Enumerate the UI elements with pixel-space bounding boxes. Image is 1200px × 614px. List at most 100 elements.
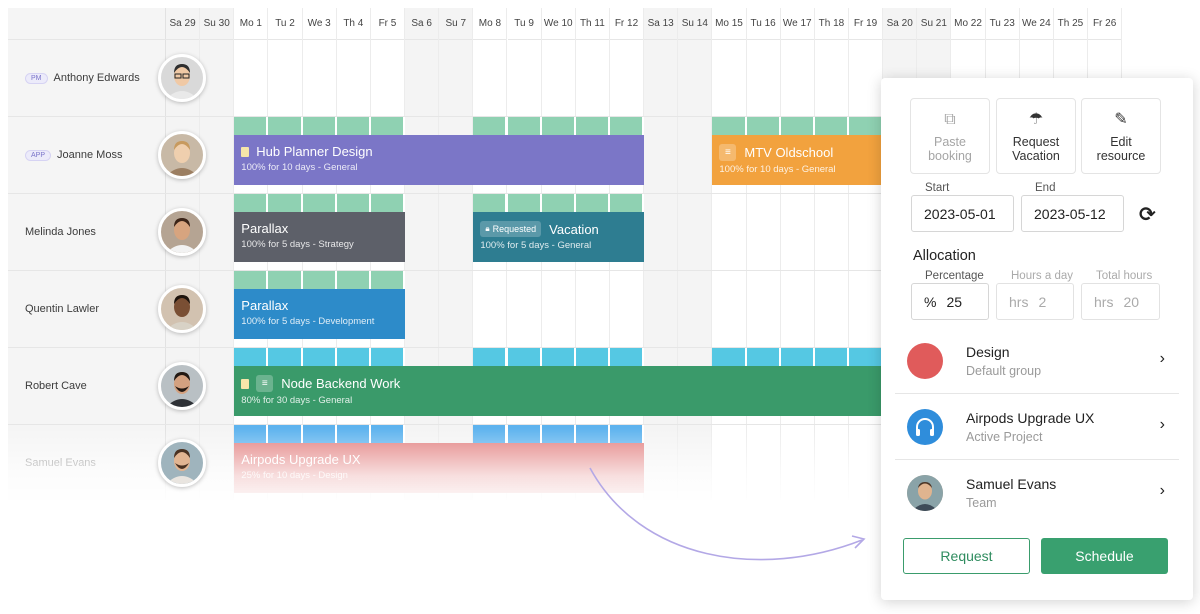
start-date-value: 2023-05-01: [924, 205, 996, 222]
day-label: Tu 9: [507, 8, 541, 40]
daily-allocation-segment: [302, 348, 337, 366]
resource-row[interactable]: Samuel Evans Team ›: [895, 460, 1179, 526]
booking-title-row: Parallax: [241, 221, 398, 236]
booking-panel: ⧉ Paste booking ☂ Request Vacation ✎ Edi…: [881, 78, 1193, 600]
refresh-icon[interactable]: ⟳: [1139, 204, 1156, 226]
resource-row[interactable]: Quentin Lawler: [8, 271, 166, 348]
daily-allocation-segment: [473, 117, 508, 135]
day-column[interactable]: Mo 15: [712, 8, 747, 500]
resource-avatar: [907, 475, 943, 511]
daily-allocation-segment: [302, 425, 337, 443]
edit-resource-button[interactable]: ✎ Edit resource: [1081, 98, 1161, 174]
daily-allocation-segment: [575, 194, 610, 212]
category-row[interactable]: Design Default group ›: [895, 328, 1179, 394]
day-column[interactable]: Sa 13: [644, 8, 679, 500]
resource-row[interactable]: Melinda Jones: [8, 194, 166, 271]
day-label: Su 30: [200, 8, 234, 40]
daily-allocation-segment: [507, 425, 542, 443]
day-column[interactable]: Th 18: [814, 8, 849, 500]
total-hours-label: Total hours: [1096, 270, 1153, 282]
daily-allocation-segment: [234, 348, 269, 366]
daily-allocation-segment: [336, 271, 371, 289]
resource-title: Samuel Evans: [966, 476, 1057, 492]
booking-block[interactable]: Parallax 100% for 5 days - Strategy: [234, 212, 406, 262]
daily-allocation-segment: [712, 117, 747, 135]
day-label: Th 25: [1053, 8, 1088, 40]
daily-allocation-segment: [814, 117, 849, 135]
booking-subtitle: 100% for 10 days - General: [241, 162, 358, 173]
resource-subtitle: Team: [966, 496, 997, 510]
row-divider: [166, 116, 1122, 117]
day-label: We 3: [302, 8, 336, 40]
day-label: Th 4: [336, 8, 370, 40]
resource-row[interactable]: Samuel Evans: [8, 425, 166, 500]
paste-booking-label-1: Paste: [934, 135, 966, 149]
avatar[interactable]: [158, 285, 206, 333]
daily-allocation-segment: [370, 117, 406, 135]
percentage-input[interactable]: % 25: [911, 283, 989, 320]
percentage-value: 25: [946, 293, 963, 310]
project-row[interactable]: Airpods Upgrade UX Active Project ›: [895, 394, 1179, 460]
hours-a-day-input[interactable]: hrs 2: [996, 283, 1074, 320]
avatar[interactable]: [158, 54, 206, 102]
day-column[interactable]: We 17: [780, 8, 815, 500]
daily-allocation-segment: [268, 271, 303, 289]
request-vacation-label-1: Request: [1012, 135, 1060, 149]
avatar[interactable]: [158, 131, 206, 179]
avatar[interactable]: [158, 208, 206, 256]
avatar[interactable]: [158, 362, 206, 410]
request-button[interactable]: Request: [903, 538, 1030, 574]
chevron-right-icon: ›: [1159, 350, 1165, 367]
booking-title: MTV Oldschool: [744, 145, 834, 160]
day-label: We 10: [541, 8, 575, 40]
daily-allocation-segment: [541, 425, 576, 443]
end-date-input[interactable]: 2023-05-12: [1021, 195, 1124, 232]
day-column[interactable]: Sa 6: [405, 8, 440, 500]
daily-allocation-segment: [575, 348, 610, 366]
avatar[interactable]: [158, 439, 206, 487]
schedule-button[interactable]: Schedule: [1041, 538, 1168, 574]
daily-allocation-segment: [609, 117, 645, 135]
end-label: End: [1035, 182, 1056, 194]
booking-title-row: Hub Planner Design: [241, 144, 637, 159]
daily-allocation-segment: [849, 117, 884, 135]
paste-booking-button[interactable]: ⧉ Paste booking: [910, 98, 990, 174]
booking-subtitle: 100% for 5 days - Strategy: [241, 239, 354, 250]
percentage-label: Percentage: [925, 270, 984, 282]
project-title: Airpods Upgrade UX: [966, 410, 1095, 426]
day-label: Sa 6: [405, 8, 439, 40]
daily-allocation-segment: [302, 271, 337, 289]
day-label: Tu 16: [746, 8, 780, 40]
start-date-input[interactable]: 2023-05-01: [911, 195, 1014, 232]
day-column[interactable]: Su 14: [678, 8, 713, 500]
resource-row[interactable]: Robert Cave: [8, 348, 166, 425]
day-column[interactable]: Su 30: [200, 8, 235, 500]
daily-allocation-segment: [780, 117, 815, 135]
booking-block[interactable]: Hub Planner Design 100% for 10 days - Gen…: [234, 135, 645, 185]
daily-allocation-segment: [575, 117, 610, 135]
day-column[interactable]: Su 7: [439, 8, 474, 500]
day-label: Su 21: [917, 8, 951, 40]
day-column[interactable]: Tu 16: [746, 8, 781, 500]
daily-allocation-segment: [268, 194, 303, 212]
request-vacation-button[interactable]: ☂ Request Vacation: [996, 98, 1076, 174]
category-title: Design: [966, 344, 1010, 360]
booking-title: Airpods Upgrade UX: [241, 452, 361, 467]
daily-allocation-segment: [473, 348, 508, 366]
day-column[interactable]: Fr 19: [849, 8, 884, 500]
hours-a-day-value: 2: [1038, 293, 1047, 310]
edit-resource-label-1: Edit: [1110, 135, 1132, 149]
booking-title-row: Airpods Upgrade UX: [241, 452, 637, 467]
daily-allocation-segment: [609, 194, 645, 212]
total-hours-input[interactable]: hrs 20: [1081, 283, 1160, 320]
